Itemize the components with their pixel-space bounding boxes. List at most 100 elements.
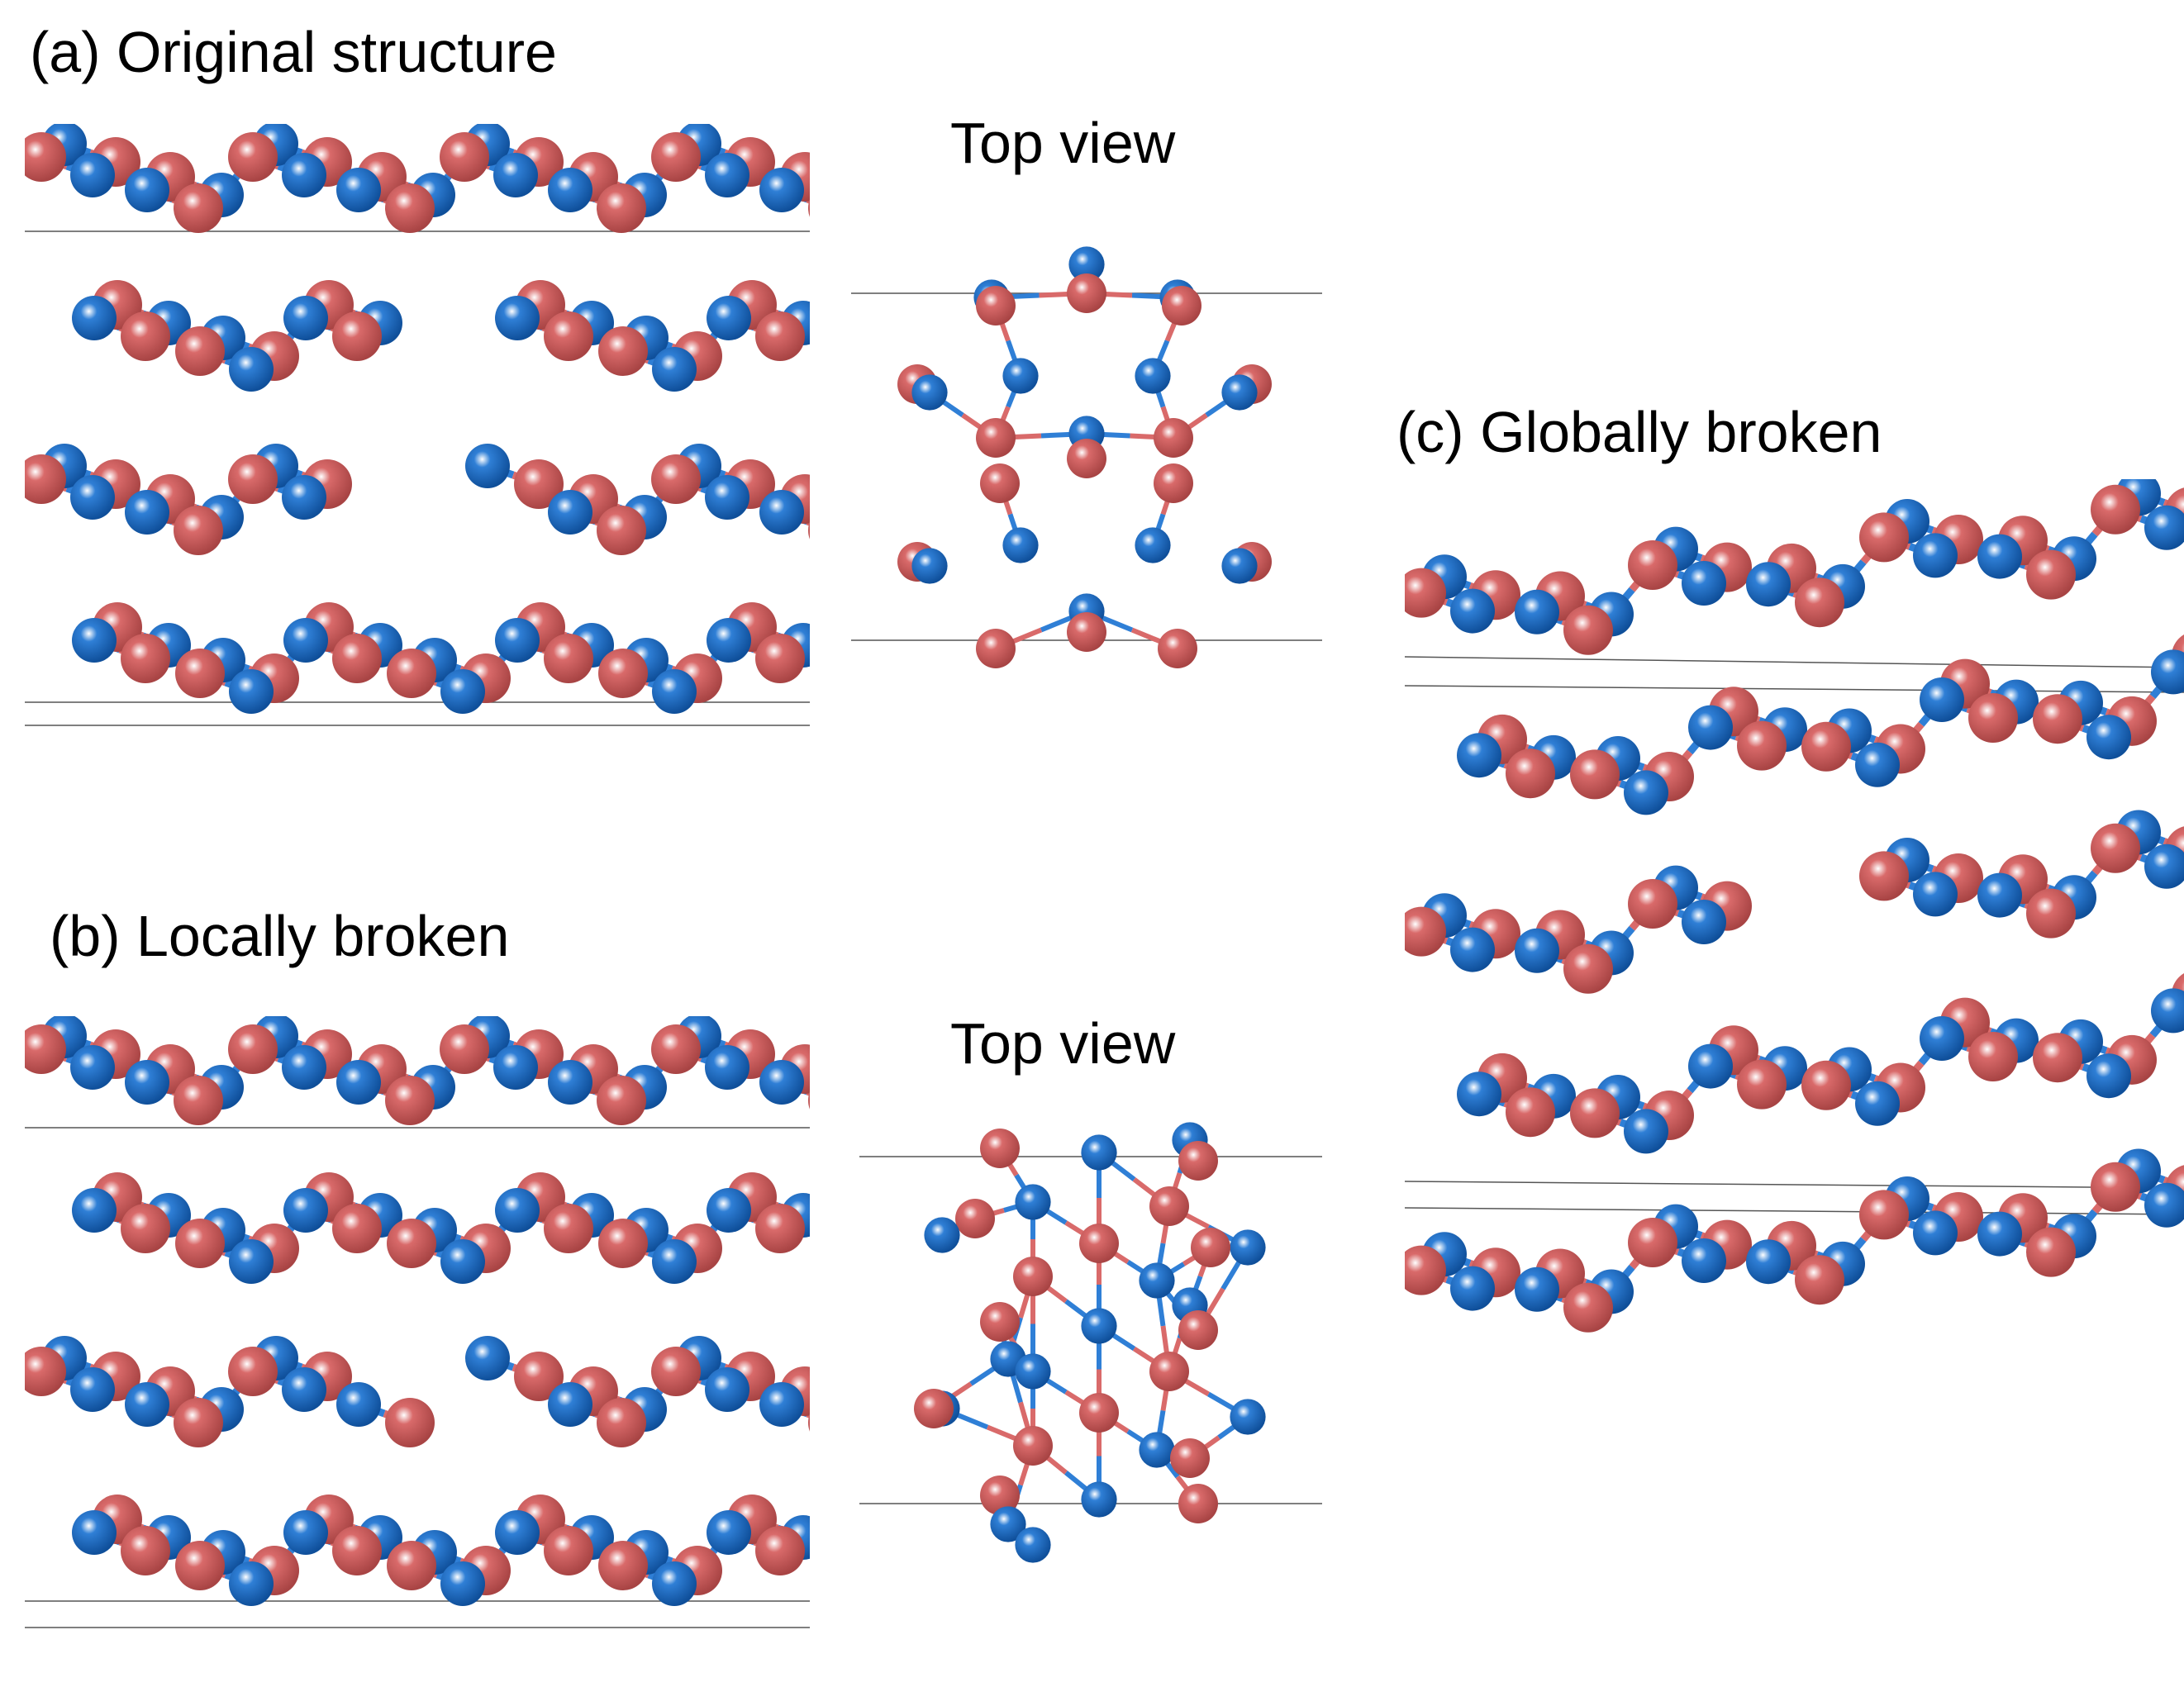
red-atom: [980, 1129, 1020, 1168]
panel-b-title: (b) Locally broken: [50, 904, 510, 968]
blue-atom: [283, 296, 328, 340]
red-atom: [808, 199, 810, 217]
blue-atom: [1688, 1043, 1733, 1089]
blue-atom: [548, 1382, 592, 1427]
red-atom: [175, 1541, 225, 1590]
blue-atom: [1081, 1134, 1117, 1171]
blue-atom: [1221, 548, 1258, 584]
red-atom: [387, 1219, 436, 1268]
red-atom: [1737, 1059, 1787, 1110]
red-atom: [121, 634, 170, 683]
red-atom: [228, 454, 278, 504]
blue-atom: [1002, 358, 1039, 394]
red-atom: [2026, 549, 2076, 600]
blue-atom: [705, 153, 749, 197]
red-atom: [597, 1398, 646, 1447]
blue-atom: [1746, 1239, 1791, 1285]
blue-atom: [2144, 844, 2184, 889]
red-atom: [1801, 1060, 1851, 1110]
blue-atom: [282, 153, 326, 197]
red-atom: [1968, 1032, 2018, 1081]
blue-atom: [283, 618, 328, 663]
red-atom: [598, 649, 648, 698]
blue-atom: [1135, 358, 1171, 394]
blue-atom: [1015, 1527, 1051, 1563]
blue-atom: [1913, 533, 1958, 578]
unit-cell-line: [1405, 685, 2184, 693]
blue-atom: [705, 1367, 749, 1412]
red-atom: [1563, 605, 1613, 655]
red-atom: [544, 1204, 593, 1253]
blue-atom: [2144, 1182, 2184, 1228]
blue-atom: [1450, 588, 1495, 634]
blue-atom: [336, 1382, 381, 1427]
unit-cell-line: [1405, 656, 2184, 668]
blue-atom: [229, 1239, 274, 1284]
red-atom: [175, 649, 225, 698]
red-atom: [1067, 439, 1106, 478]
blue-atom: [125, 490, 169, 535]
red-atom: [1405, 568, 1446, 618]
blue-atom: [283, 1188, 328, 1233]
blue-atom: [465, 444, 510, 488]
red-atom: [1158, 629, 1197, 668]
red-atom: [385, 183, 435, 233]
blue-atom: [1624, 1109, 1668, 1154]
red-atom: [1079, 1393, 1119, 1433]
blue-atom: [1688, 705, 1733, 750]
blue-atom: [282, 1367, 326, 1412]
blue-atom: [1139, 1432, 1175, 1468]
red-atom: [980, 463, 1020, 503]
panel-b-top-view-structure: [859, 1122, 1322, 1563]
red-atom: [597, 183, 646, 233]
unit-cell-line: [1405, 1181, 2184, 1189]
blue-atom: [1977, 872, 2022, 918]
red-atom: [1795, 577, 1844, 628]
blue-atom: [125, 1060, 169, 1105]
red-atom: [544, 634, 593, 683]
blue-atom: [911, 548, 948, 584]
blue-atom: [652, 1561, 697, 1606]
red-atom: [332, 1204, 382, 1253]
red-atom: [976, 629, 1016, 668]
blue-atom: [495, 618, 540, 663]
red-atom: [1170, 1438, 1210, 1478]
blue-atom: [282, 475, 326, 520]
red-atom: [1859, 512, 1909, 563]
red-atom: [387, 649, 436, 698]
top-view-b-title: Top view: [950, 1011, 1176, 1076]
red-atom: [1013, 1426, 1053, 1466]
red-atom: [228, 1347, 278, 1396]
blue-atom: [125, 168, 169, 212]
red-atom: [808, 1091, 810, 1110]
red-atom: [598, 326, 648, 376]
red-atom: [1506, 1087, 1555, 1138]
top-view-a-title: Top view: [950, 111, 1176, 175]
red-atom: [174, 506, 223, 555]
blue-atom: [1913, 1210, 1958, 1256]
red-atom: [1563, 943, 1613, 994]
blue-atom: [229, 669, 274, 714]
blue-atom: [1457, 1072, 1501, 1117]
blue-atom: [336, 1060, 381, 1105]
red-atom: [544, 311, 593, 361]
red-atom: [1570, 1088, 1620, 1138]
red-atom: [1801, 721, 1851, 772]
red-atom: [332, 1526, 382, 1575]
red-atom: [1013, 1257, 1053, 1296]
red-atom: [980, 1302, 1020, 1342]
red-atom: [2091, 1162, 2140, 1212]
blue-atom: [440, 669, 485, 714]
red-atom: [1628, 540, 1677, 590]
red-atom: [2026, 888, 2076, 939]
blue-atom: [70, 475, 115, 520]
red-atom: [597, 1076, 646, 1125]
blue-atom: [1855, 742, 1900, 787]
blue-atom: [1977, 1211, 2022, 1257]
blue-atom: [548, 1060, 592, 1105]
red-atom: [1178, 1141, 1218, 1181]
red-atom: [980, 1476, 1020, 1515]
blue-atom: [759, 168, 804, 212]
blue-atom: [283, 1510, 328, 1555]
blue-atom: [1135, 527, 1171, 563]
